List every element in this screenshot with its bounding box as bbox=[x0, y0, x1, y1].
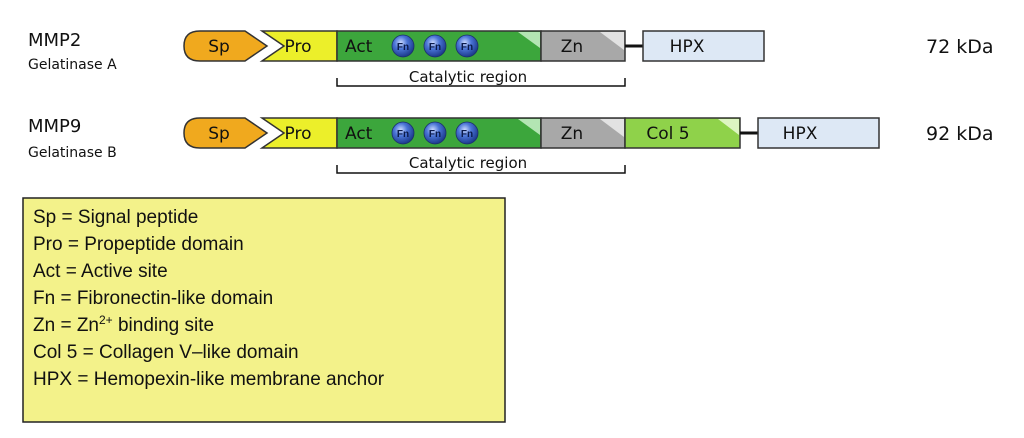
mmp9-subtitle: Gelatinase B bbox=[28, 145, 117, 161]
mmp9-fn-label-3: Fn bbox=[461, 129, 473, 140]
legend-item-zn-post: binding site bbox=[113, 315, 214, 336]
mmp2-name: MMP2 bbox=[28, 30, 81, 51]
mmp2-fn-label-3: Fn bbox=[461, 42, 473, 53]
mmp9-row: MMP9 Gelatinase B Sp Pro Act Fn Fn Fn Zn… bbox=[28, 116, 994, 174]
mmp9-hpx-domain bbox=[757, 117, 880, 149]
mmp9-mass: 92 kDa bbox=[926, 123, 994, 145]
mmp9-act-highlight bbox=[518, 119, 540, 135]
mmp2-fn-label-1: Fn bbox=[397, 42, 409, 53]
mmp9-zn-highlight bbox=[600, 119, 624, 137]
mmp2-zn-domain bbox=[540, 30, 626, 62]
legend-item-fn: Fn = Fibronectin-like domain bbox=[33, 288, 273, 309]
mmp2-pro-domain bbox=[259, 30, 338, 62]
mmp2-act-label: Act bbox=[345, 37, 373, 57]
mmp9-sp-domain bbox=[183, 117, 269, 149]
mmp9-zn-label: Zn bbox=[561, 124, 583, 144]
legend-item-pro: Pro = Propeptide domain bbox=[33, 234, 244, 255]
mmp9-col5-label: Col 5 bbox=[646, 124, 689, 144]
mmp9-pro-label: Pro bbox=[285, 124, 312, 144]
legend-background bbox=[22, 197, 506, 423]
legend-item-zn-pre: Zn = Zn bbox=[33, 315, 99, 336]
mmp9-catalytic-label: Catalytic region bbox=[409, 154, 527, 172]
legend-item-col5: Col 5 = Collagen V–like domain bbox=[33, 342, 299, 363]
legend-box: Sp = Signal peptide Pro = Propeptide dom… bbox=[22, 197, 506, 423]
mmp2-sp-domain bbox=[183, 30, 269, 62]
legend-item-hpx: HPX = Hemopexin-like membrane anchor bbox=[33, 369, 385, 390]
mmp2-hpx-domain bbox=[642, 30, 765, 62]
mmp2-mass: 72 kDa bbox=[926, 36, 994, 58]
mmp2-catalytic-label: Catalytic region bbox=[409, 68, 527, 86]
mmp9-sp-label: Sp bbox=[208, 124, 230, 144]
mmp9-hpx-label: HPX bbox=[783, 124, 818, 144]
mmp9-fn-module-3 bbox=[455, 121, 479, 145]
mmp9-fn-label-1: Fn bbox=[397, 129, 409, 140]
legend-item-zn-sup: 2+ bbox=[99, 313, 113, 327]
mmp9-act-label: Act bbox=[345, 124, 373, 144]
mmp2-pro-label: Pro bbox=[285, 37, 312, 57]
mmp9-pro-domain bbox=[259, 117, 338, 149]
mmp2-sp-label: Sp bbox=[208, 37, 230, 57]
mmp2-zn-label: Zn bbox=[561, 37, 583, 57]
mmp2-subtitle: Gelatinase A bbox=[28, 57, 117, 73]
mmp2-fn-module-2 bbox=[423, 34, 447, 58]
mmp2-zn-highlight bbox=[600, 32, 624, 50]
mmp9-col5-highlight bbox=[718, 119, 739, 135]
mmp2-fn-label-2: Fn bbox=[429, 42, 441, 53]
mmp2-hpx-label: HPX bbox=[670, 37, 705, 57]
mmp9-fn-label-2: Fn bbox=[429, 129, 441, 140]
legend-item-sp: Sp = Signal peptide bbox=[33, 207, 198, 228]
mmp9-name: MMP9 bbox=[28, 116, 81, 137]
mmp2-row: MMP2 Gelatinase A Sp Pro Act Fn Fn Fn Zn… bbox=[28, 30, 994, 87]
mmp9-fn-module-1 bbox=[391, 121, 415, 145]
legend-item-zn: Zn = Zn2+ binding site bbox=[33, 313, 214, 336]
mmp2-act-highlight bbox=[518, 32, 540, 48]
legend-item-act: Act = Active site bbox=[33, 261, 168, 282]
mmp9-catalytic-bracket bbox=[336, 165, 626, 174]
mmp2-fn-module-3 bbox=[455, 34, 479, 58]
mmp2-catalytic-bracket bbox=[336, 78, 626, 87]
mmp9-fn-module-2 bbox=[423, 121, 447, 145]
mmp2-fn-module-1 bbox=[391, 34, 415, 58]
